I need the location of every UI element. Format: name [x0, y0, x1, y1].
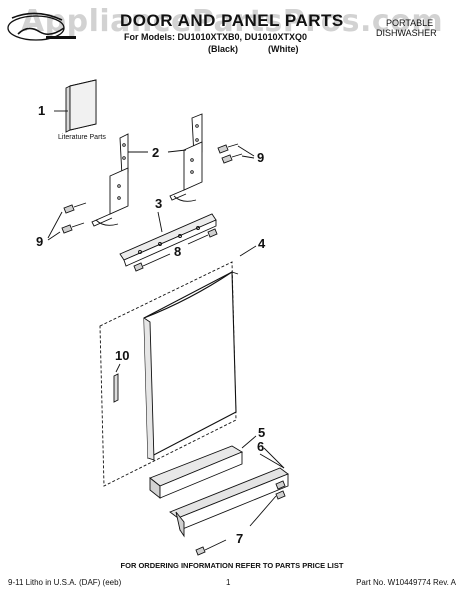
screws-left [47, 202, 87, 241]
callout-4: 4 [258, 236, 266, 251]
callout-2: 2 [152, 145, 159, 160]
footer-litho: 9-11 Litho in U.S.A. (DAF) (eeb) [8, 578, 122, 587]
callout-9-left: 9 [36, 234, 43, 249]
kickplate [169, 447, 289, 538]
callout-1: 1 [38, 103, 45, 118]
product-type-line2: DISHWASHER [376, 28, 437, 38]
lower-trim [149, 435, 257, 499]
callout-10: 10 [115, 348, 129, 363]
watermark-text: AppliancePartsPros.com [20, 4, 444, 39]
callout-9-right: 9 [257, 150, 264, 165]
literature-label: Literature Parts [58, 134, 106, 141]
brand-logo [7, 12, 76, 41]
callout-7: 7 [236, 531, 243, 546]
model-list: For Models: DU1010XTXB0, DU1010XTXQ0 [124, 32, 308, 42]
color-label-white: (White) [268, 44, 299, 54]
literature-booklet [54, 79, 97, 133]
product-type-line1: PORTABLE [386, 18, 434, 28]
mounting-bracket-left [91, 133, 148, 227]
rail-screws [133, 228, 218, 272]
ordering-note: FOR ORDERING INFORMATION REFER TO PARTS … [120, 561, 344, 570]
callout-5: 5 [258, 425, 265, 440]
screws-right [217, 143, 255, 164]
callout-6: 6 [257, 439, 264, 454]
mounting-bracket-right [167, 113, 203, 202]
color-label-black: (Black) [208, 44, 239, 54]
callout-3: 3 [155, 196, 162, 211]
hinge-rail [119, 211, 217, 267]
kickplate-screws [195, 480, 286, 556]
footer-page-number: 1 [226, 578, 231, 587]
door-panel [99, 245, 257, 487]
page-title: DOOR AND PANEL PARTS [120, 11, 344, 30]
callout-8: 8 [174, 244, 181, 259]
footer-part-number: Part No. W10449774 Rev. A [356, 578, 456, 587]
